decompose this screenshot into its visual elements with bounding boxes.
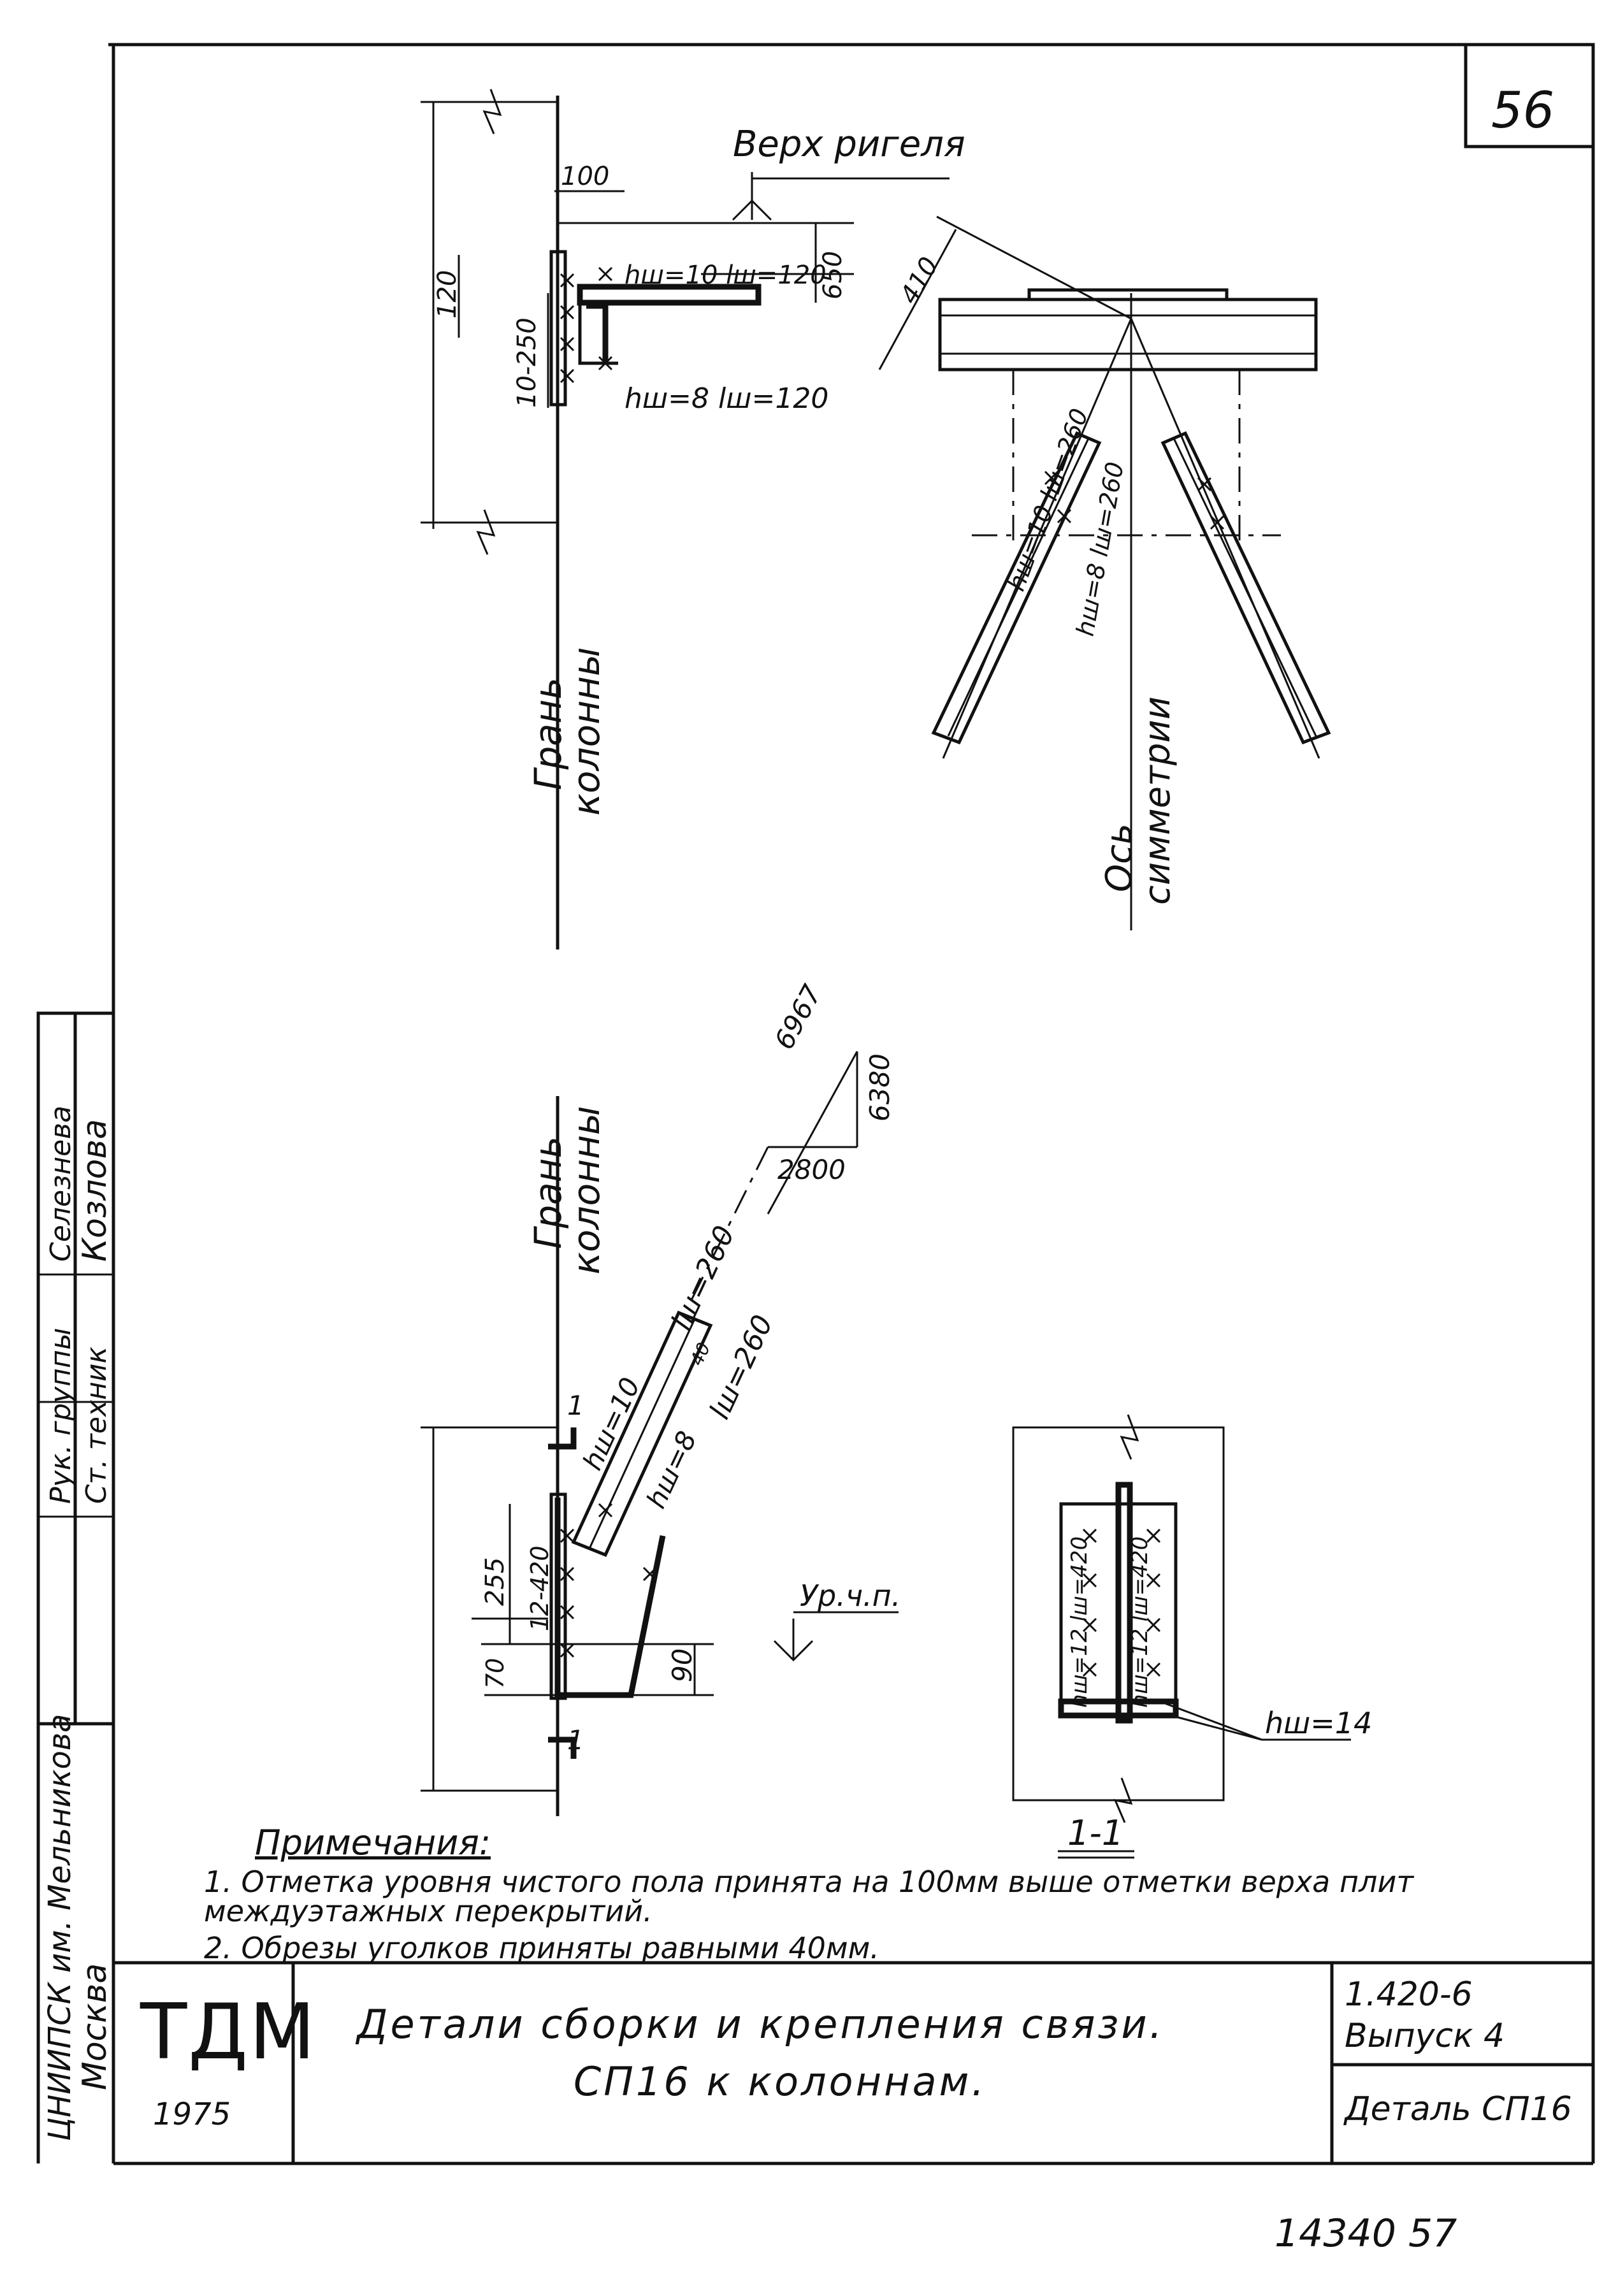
weld-bottom-label: hш=8 lш=120 bbox=[625, 382, 828, 415]
title-series: 1.420-6 bbox=[1345, 1975, 1473, 2014]
dim-70: 70 bbox=[481, 1658, 509, 1689]
sheet-number: 56 bbox=[1491, 82, 1554, 140]
note-2: 2. Обрезы уголков приняты равными 40мм. bbox=[204, 1931, 879, 1965]
column-face-bottom: Грань bbox=[526, 1136, 570, 1249]
sheet-number-box bbox=[1464, 43, 1595, 148]
top-marker-label: Верх ригеля bbox=[733, 124, 965, 165]
dim-410: 410 bbox=[895, 252, 944, 309]
detail-bottom-left bbox=[421, 1096, 899, 1816]
bottom-number: 14340 57 bbox=[1275, 2211, 1457, 2256]
title-line-1: Детали сборки и крепления связи. bbox=[357, 2001, 1165, 2047]
weld-section-left: hш=12 lш=420 bbox=[1067, 1536, 1092, 1708]
stamp-org: ЦНИИПСК им. Мельникова bbox=[42, 1714, 78, 2141]
weld-section-right: hш=12 lш=420 bbox=[1127, 1536, 1153, 1708]
weld-top-label: hш=10 lш=120 bbox=[625, 261, 827, 290]
detail-top-left bbox=[421, 89, 950, 949]
title-logo: ТДМ bbox=[140, 1988, 317, 2077]
column-word-top: колонны bbox=[565, 647, 608, 816]
dim-40: 40 bbox=[686, 1339, 714, 1369]
dim-650: 650 bbox=[818, 251, 848, 300]
slope-horiz: 2800 bbox=[777, 1154, 846, 1185]
stamp-role-2: Ст. техник bbox=[80, 1347, 113, 1504]
weld-l260-a: lш=260 bbox=[665, 1221, 741, 1335]
title-issue: Выпуск 4 bbox=[1345, 2017, 1505, 2055]
title-year: 1975 bbox=[153, 2097, 231, 2132]
dim-255: 255 bbox=[480, 1557, 510, 1606]
dim-10-250: 10-250 bbox=[512, 317, 542, 408]
stamp-name-2: Козлова bbox=[76, 1119, 114, 1262]
stamp-name-1: Селезнева bbox=[45, 1106, 77, 1262]
dim-90: 90 bbox=[667, 1649, 698, 1682]
dim-120: 120 bbox=[433, 270, 462, 319]
dim-100: 100 bbox=[561, 162, 609, 191]
section-mark-top: 1 bbox=[567, 1390, 584, 1421]
slope-hyp: 6967 bbox=[769, 979, 828, 1055]
notes-heading: Примечания: bbox=[255, 1823, 491, 1863]
weld-h8: hш=8 bbox=[640, 1426, 703, 1513]
slope-vert: 6380 bbox=[864, 1053, 895, 1122]
column-face-top-word: Грань bbox=[526, 677, 570, 790]
dim-12-420: 12-420 bbox=[526, 1545, 554, 1631]
section-label: 1-1 bbox=[1067, 1813, 1123, 1853]
slope-triangle bbox=[687, 1051, 858, 1307]
weld-l260-b: lш=260 bbox=[704, 1310, 779, 1424]
weld-h10: hш=10 bbox=[577, 1373, 646, 1475]
title-block bbox=[113, 1961, 1593, 2163]
symmetry-word: симметрии bbox=[1137, 697, 1178, 905]
axis-word: Ось bbox=[1099, 823, 1140, 892]
stamp-city: Москва bbox=[76, 1963, 114, 2090]
floor-level-label: Ур.ч.п. bbox=[800, 1578, 900, 1613]
note-1: 1. Отметка уровня чистого пола принята н… bbox=[204, 1865, 1414, 1928]
stamp-role-1: Рук. группы bbox=[45, 1328, 77, 1504]
side-stamp bbox=[36, 1011, 115, 2163]
section-1-1 bbox=[1012, 1414, 1351, 1859]
title-line-2: СП16 к колоннам. bbox=[574, 2058, 987, 2105]
section-mark-bottom: 1 bbox=[567, 1724, 584, 1756]
title-detail: Деталь СП16 bbox=[1345, 2090, 1572, 2128]
column-word-bottom: колонны bbox=[565, 1106, 608, 1274]
detail-top-right bbox=[878, 215, 1331, 930]
weld-section-h14: hш=14 bbox=[1265, 1706, 1372, 1740]
weld-brace-top: hш=10 lш=260 bbox=[1002, 405, 1094, 595]
